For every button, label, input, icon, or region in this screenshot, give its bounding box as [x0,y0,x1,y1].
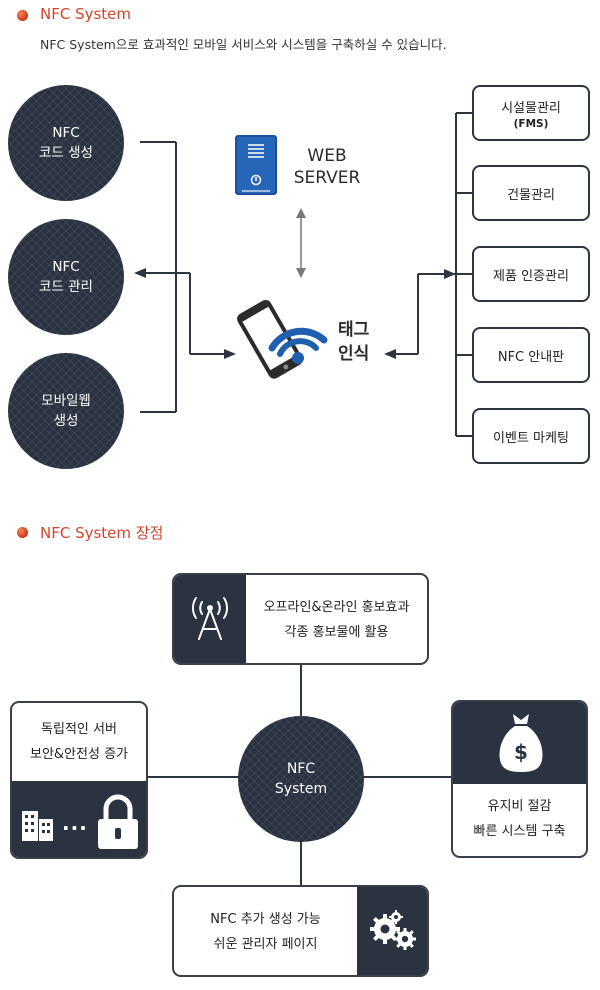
box-label: NFC 안내판 [497,349,565,365]
section-bullet-icon [17,527,28,538]
box-event-marketing: 이벤트 마케팅 [472,408,590,464]
benefit-line2: 쉬운 관리자 페이지 [213,937,318,952]
section-title: NFC System [40,5,132,23]
web-server-label: WEB SERVER [292,145,362,189]
benefit-promotion: 오프라인&온라인 홍보효과 각종 홍보물에 활용 [172,573,429,665]
benefit-text: 유지비 절감 빠른 시스템 구축 [453,794,586,844]
benefit-line1: 오프라인&온라인 홍보효과 [263,600,410,615]
circle-mobile-web-create: 모바일웹 생성 [8,353,124,469]
web-server-line1: WEB [307,146,347,166]
center-nfc-system: NFC System [238,716,364,842]
section-description: NFC System으로 효과적인 모바일 서비스와 시스템을 구축하실 수 있… [40,37,447,52]
benefit-cost: $ 유지비 절감 빠른 시스템 구축 [451,700,588,858]
center-line2: System [274,781,328,797]
benefit-admin: NFC 추가 생성 가능 쉬운 관리자 페이지 [172,885,429,977]
broadcast-tower-icon [191,597,229,640]
circle-label-line2: 코드 관리 [39,279,93,295]
circle-nfc-code-manage: NFC 코드 관리 [8,219,124,335]
dots-separator: ··· [62,816,88,840]
benefit-text: 오프라인&온라인 홍보효과 각종 홍보물에 활용 [246,595,427,645]
section-title: NFC System 장점 [40,524,164,542]
box-label: 제품 인증관리 [493,268,569,284]
circle-label-line1: NFC [52,125,80,141]
smartphone-wifi-icon [237,299,328,379]
circle-nfc-code-create: NFC 코드 생성 [8,85,124,201]
benefit-text: NFC 추가 생성 가능 쉬운 관리자 페이지 [174,907,357,957]
benefit-line2: 각종 홍보물에 활용 [284,625,389,640]
money-bag-icon: $ [499,714,543,772]
circle-label-line1: NFC [52,259,80,275]
benefit-line1: 독립적인 서버 [41,722,117,737]
box-sublabel: (FMS) [513,117,549,130]
benefit-security: 독립적인 서버 보안&안전성 증가 ··· [10,701,148,859]
box-label: 시설물관리 [501,100,561,116]
box-facility-management: 시설물관리 (FMS) [472,85,590,141]
benefit-line2: 보안&안전성 증가 [30,747,128,762]
box-nfc-signboard: NFC 안내판 [472,327,590,383]
center-line1: NFC [286,761,316,777]
circle-label-line1: 모바일웹 [41,393,91,409]
lock-icon [98,794,138,849]
server-icon [235,135,277,195]
circle-label-line2: 생성 [53,413,79,429]
circle-label-line2: 코드 생성 [39,145,93,161]
box-building-management: 건물관리 [472,165,590,221]
box-label: 이벤트 마케팅 [493,430,569,446]
section-bullet-icon [17,10,28,21]
web-server-line2: SERVER [293,168,361,188]
building-icon [22,811,53,841]
diagram-connectors [134,112,472,437]
benefit-line2: 빠른 시스템 구축 [473,824,566,839]
box-label: 건물관리 [507,187,555,203]
gears-icon [370,910,416,950]
tag-line2: 인식 [338,344,370,364]
benefit-text: 독립적인 서버 보안&안전성 증가 [12,717,146,767]
tag-line1: 태그 [338,320,370,340]
svg-text:$: $ [514,740,528,764]
box-product-certification: 제품 인증관리 [472,246,590,302]
tag-recognition-label: 태그 인식 [338,318,369,366]
benefit-line1: NFC 추가 생성 가능 [210,912,321,927]
benefit-line1: 유지비 절감 [487,799,552,814]
